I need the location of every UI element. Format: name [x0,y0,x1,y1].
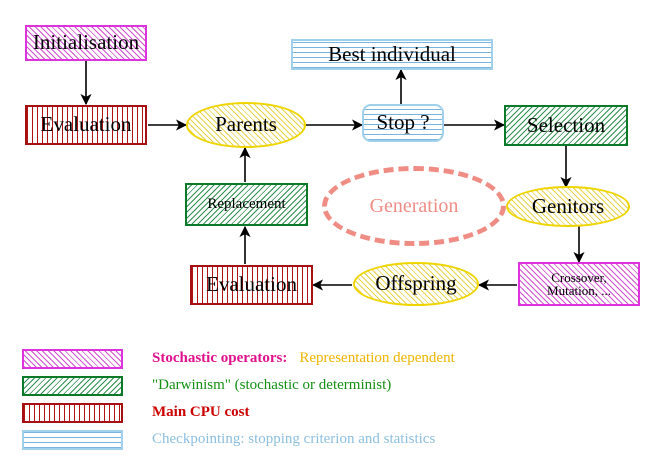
legend-label-checkpointing: Checkpointing: stopping criterion and st… [152,431,435,448]
node-evaluation-bottom-label: Evaluation [206,272,297,297]
legend-text-primary: Checkpointing: stopping criterion and st… [152,431,436,447]
legend-text-primary: Stochastic operators: [152,350,288,366]
node-replacement[interactable]: Replacement [185,183,308,226]
legend-label-stochastic-operators: Stochastic operators: Representation depe… [152,350,455,367]
node-crossover-mutation-label-line1: Crossover, [551,269,607,285]
node-best-individual-label: Best individual [328,41,456,66]
node-evaluation-top-label: Evaluation [40,112,132,137]
node-genitors[interactable]: Genitors [506,186,630,227]
node-replacement-label: Replacement [207,195,286,212]
legend-row: Main CPU cost [22,399,642,426]
legend-swatch-main-cpu-cost [22,402,123,423]
legend-swatch-darwinism [22,375,123,396]
node-offspring-label: Offspring [375,271,457,296]
node-parents[interactable]: Parents [186,102,306,148]
node-offspring[interactable]: Offspring [353,262,479,306]
node-parents-label: Parents [215,112,277,137]
legend-row: "Darwinism" (stochastic or determinist) [22,372,642,399]
node-crossover-mutation-label-line2: Mutation, ... [547,283,611,298]
node-initialisation-label: Initialisation [32,30,140,55]
legend-label-darwinism: "Darwinism" (stochastic or determinist) [152,377,391,394]
generation-region: Generation [322,166,506,246]
node-crossover-mutation[interactable]: Crossover, Mutation, ... [518,262,640,306]
legend-row: Stochastic operators: Representation depe… [22,345,642,372]
node-stop-label: Stop ? [376,110,430,135]
node-best-individual[interactable]: Best individual [291,39,493,70]
legend-text-primary: Main CPU cost [152,404,250,420]
node-selection[interactable]: Selection [504,105,628,146]
generation-label: Generation [369,194,459,217]
node-selection-label: Selection [526,112,606,137]
legend-swatch-checkpointing [22,429,123,450]
legend-text-secondary: Representation dependent [299,350,455,366]
legend: Stochastic operators: Representation depe… [22,345,642,453]
node-stop[interactable]: Stop ? [362,104,444,142]
legend-text-primary: "Darwinism" (stochastic or determinist) [152,377,392,393]
node-genitors-label: Genitors [531,193,605,218]
legend-row: Checkpointing: stopping criterion and st… [22,426,642,453]
node-evaluation-bottom[interactable]: Evaluation [190,265,313,305]
node-initialisation[interactable]: Initialisation [25,25,147,61]
legend-label-main-cpu-cost: Main CPU cost [152,404,250,421]
node-evaluation-top[interactable]: Evaluation [25,105,147,145]
legend-swatch-stochastic-operators [22,348,123,369]
